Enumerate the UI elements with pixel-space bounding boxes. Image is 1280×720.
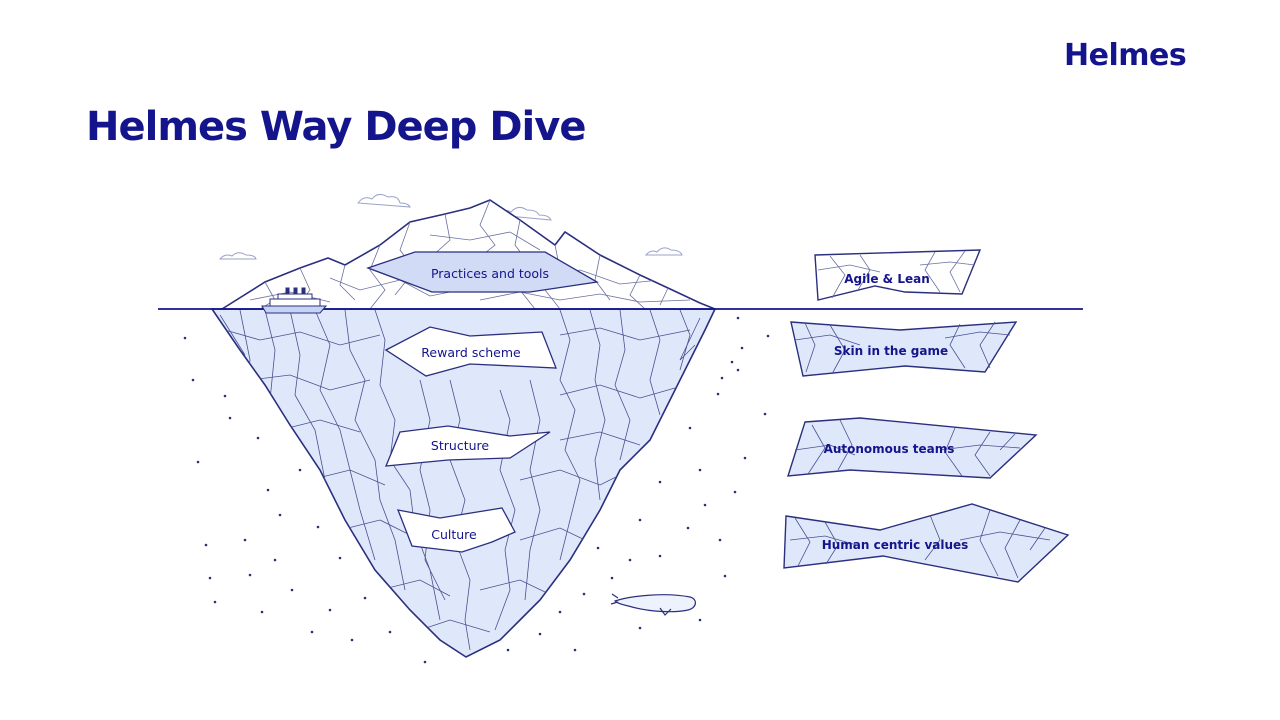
slide-title: Helmes Way Deep Dive (86, 104, 586, 150)
iceberg-label-culture: Culture (396, 507, 516, 553)
iceberg-label-reward-scheme: Reward scheme (384, 326, 557, 377)
fragment-label: Skin in the game (834, 344, 948, 358)
fragment-label: Autonomous teams (824, 442, 955, 456)
sea-particles (183, 316, 770, 664)
label-text: Structure (431, 438, 489, 453)
iceberg-label-structure: Structure (384, 425, 551, 467)
cloud-icon (357, 193, 411, 208)
whale-icon (610, 593, 696, 616)
cloud-icon (644, 247, 683, 256)
iceberg-label-practices-and-tools: Practices and tools (366, 251, 599, 293)
ship-icon (261, 287, 328, 314)
label-text: Practices and tools (431, 266, 549, 281)
fragment-human-centric-values: Human centric values (783, 503, 1070, 583)
fragment-label: Human centric values (822, 538, 969, 552)
fragment-skin-in-the-game: Skin in the game (790, 321, 1018, 377)
label-text: Reward scheme (421, 345, 521, 360)
fragment-autonomous-teams: Autonomous teams (787, 417, 1038, 479)
fragment-agile-and-lean: Agile & Lean (814, 249, 982, 301)
label-text: Culture (431, 527, 477, 542)
helmes-logo: Helmes (1064, 38, 1187, 73)
cloud-icon (218, 252, 257, 260)
fragment-label: Agile & Lean (844, 272, 930, 286)
